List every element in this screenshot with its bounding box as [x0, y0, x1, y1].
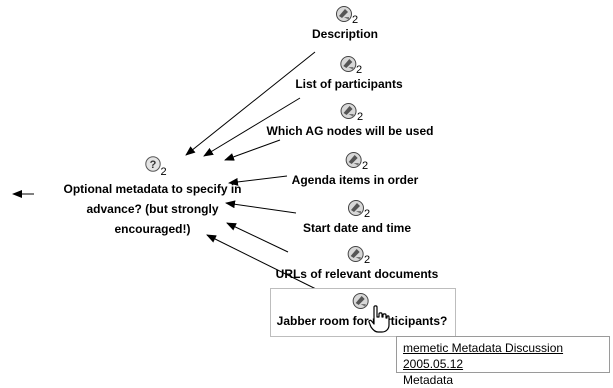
node-label: Agenda items in order [291, 173, 419, 187]
node-label: Jabber room for participants? [276, 314, 448, 328]
topic-icon [341, 103, 357, 119]
node-count: 2 [351, 14, 359, 26]
node-list-of-participants[interactable]: 2 List of participants [295, 53, 403, 92]
arrow-urls [226, 222, 289, 253]
node-label: Which AG nodes will be used [266, 124, 434, 138]
arrow-ag-nodes [224, 139, 281, 161]
arrow-participants [203, 97, 301, 157]
node-label: Description [311, 27, 379, 41]
node-description[interactable]: 2 Description [312, 3, 378, 42]
root-label-line3: encouraged!) [114, 222, 191, 236]
node-label: Start date and time [302, 221, 412, 235]
root-label-line1: Optional metadata to specify in [63, 182, 242, 196]
node-count: 2 [364, 208, 371, 220]
arrow-start-date [225, 200, 297, 214]
node-count: 2 [361, 160, 369, 172]
node-urls[interactable]: 2 URLs of relevant documents [275, 243, 439, 282]
root-label-line2: advance? (but strongly [86, 202, 219, 216]
tooltip-subtext: Metadata [403, 373, 454, 387]
tooltip-link[interactable]: memetic Metadata Discussion 2005.05.12 [403, 341, 564, 371]
node-label: URLs of relevant documents [275, 267, 439, 281]
svg-text:?: ? [149, 159, 156, 171]
hand-pointer-icon [368, 305, 390, 333]
node-jabber-room[interactable]: Jabber room for participants? [276, 290, 448, 329]
topic-icon [345, 152, 362, 168]
topic-icon [340, 56, 356, 72]
node-agenda-items[interactable]: 2 Agenda items in order [291, 149, 419, 188]
topic-icon [352, 293, 369, 309]
node-count: 2 [357, 111, 364, 123]
arrow-jabber [206, 234, 319, 291]
node-count: 2 [356, 64, 363, 76]
question-icon: ? [144, 156, 161, 172]
node-label: List of participants [295, 77, 403, 91]
connector-arrows [12, 51, 319, 291]
root-count: 2 [160, 166, 167, 178]
topic-icon [348, 200, 364, 216]
arrow-description [185, 51, 316, 156]
node-which-ag-nodes[interactable]: 2 Which AG nodes will be used [266, 100, 434, 139]
arrow-agenda [228, 175, 288, 186]
tooltip: memetic Metadata Discussion 2005.05.12 M… [396, 336, 610, 387]
topic-icon [347, 246, 364, 262]
topic-icon [335, 6, 352, 22]
question-icon-wrap: ? 2 [133, 155, 173, 179]
node-start-date[interactable]: 2 Start date and time [303, 197, 411, 236]
root-question-node[interactable]: ? 2 Optional metadata to specify in adva… [40, 155, 265, 239]
node-count: 2 [363, 254, 371, 266]
